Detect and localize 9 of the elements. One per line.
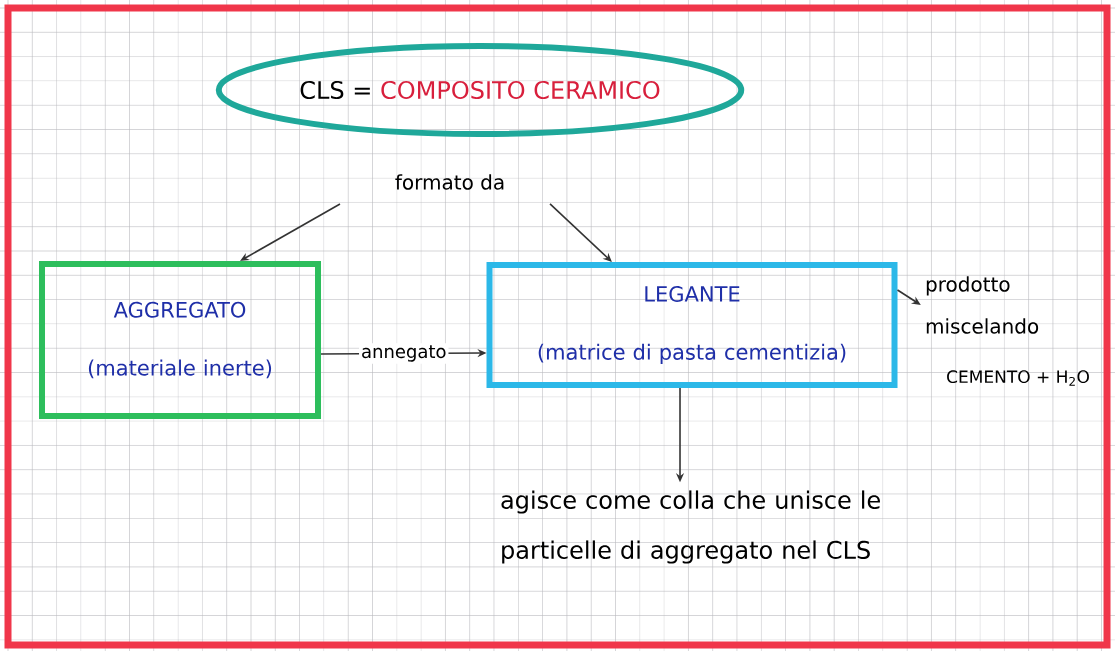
edge-label: annegato	[362, 345, 446, 362]
arrow	[549, 203, 612, 262]
connector-text: formato da	[395, 174, 504, 190]
arrow	[240, 203, 341, 261]
concept-box: AGGREGATO (materiale inerte)	[39, 261, 321, 419]
concept-box: LEGANTE (matrice di pasta cementizia)	[486, 262, 898, 388]
description-text: agisce come colla che unisce le particelle di aggregato nel CLS	[501, 490, 880, 564]
note-text: prodotto miscelando	[926, 276, 1039, 334]
formula-text: CEMENTO + H$_{2}$O	[947, 370, 1089, 386]
